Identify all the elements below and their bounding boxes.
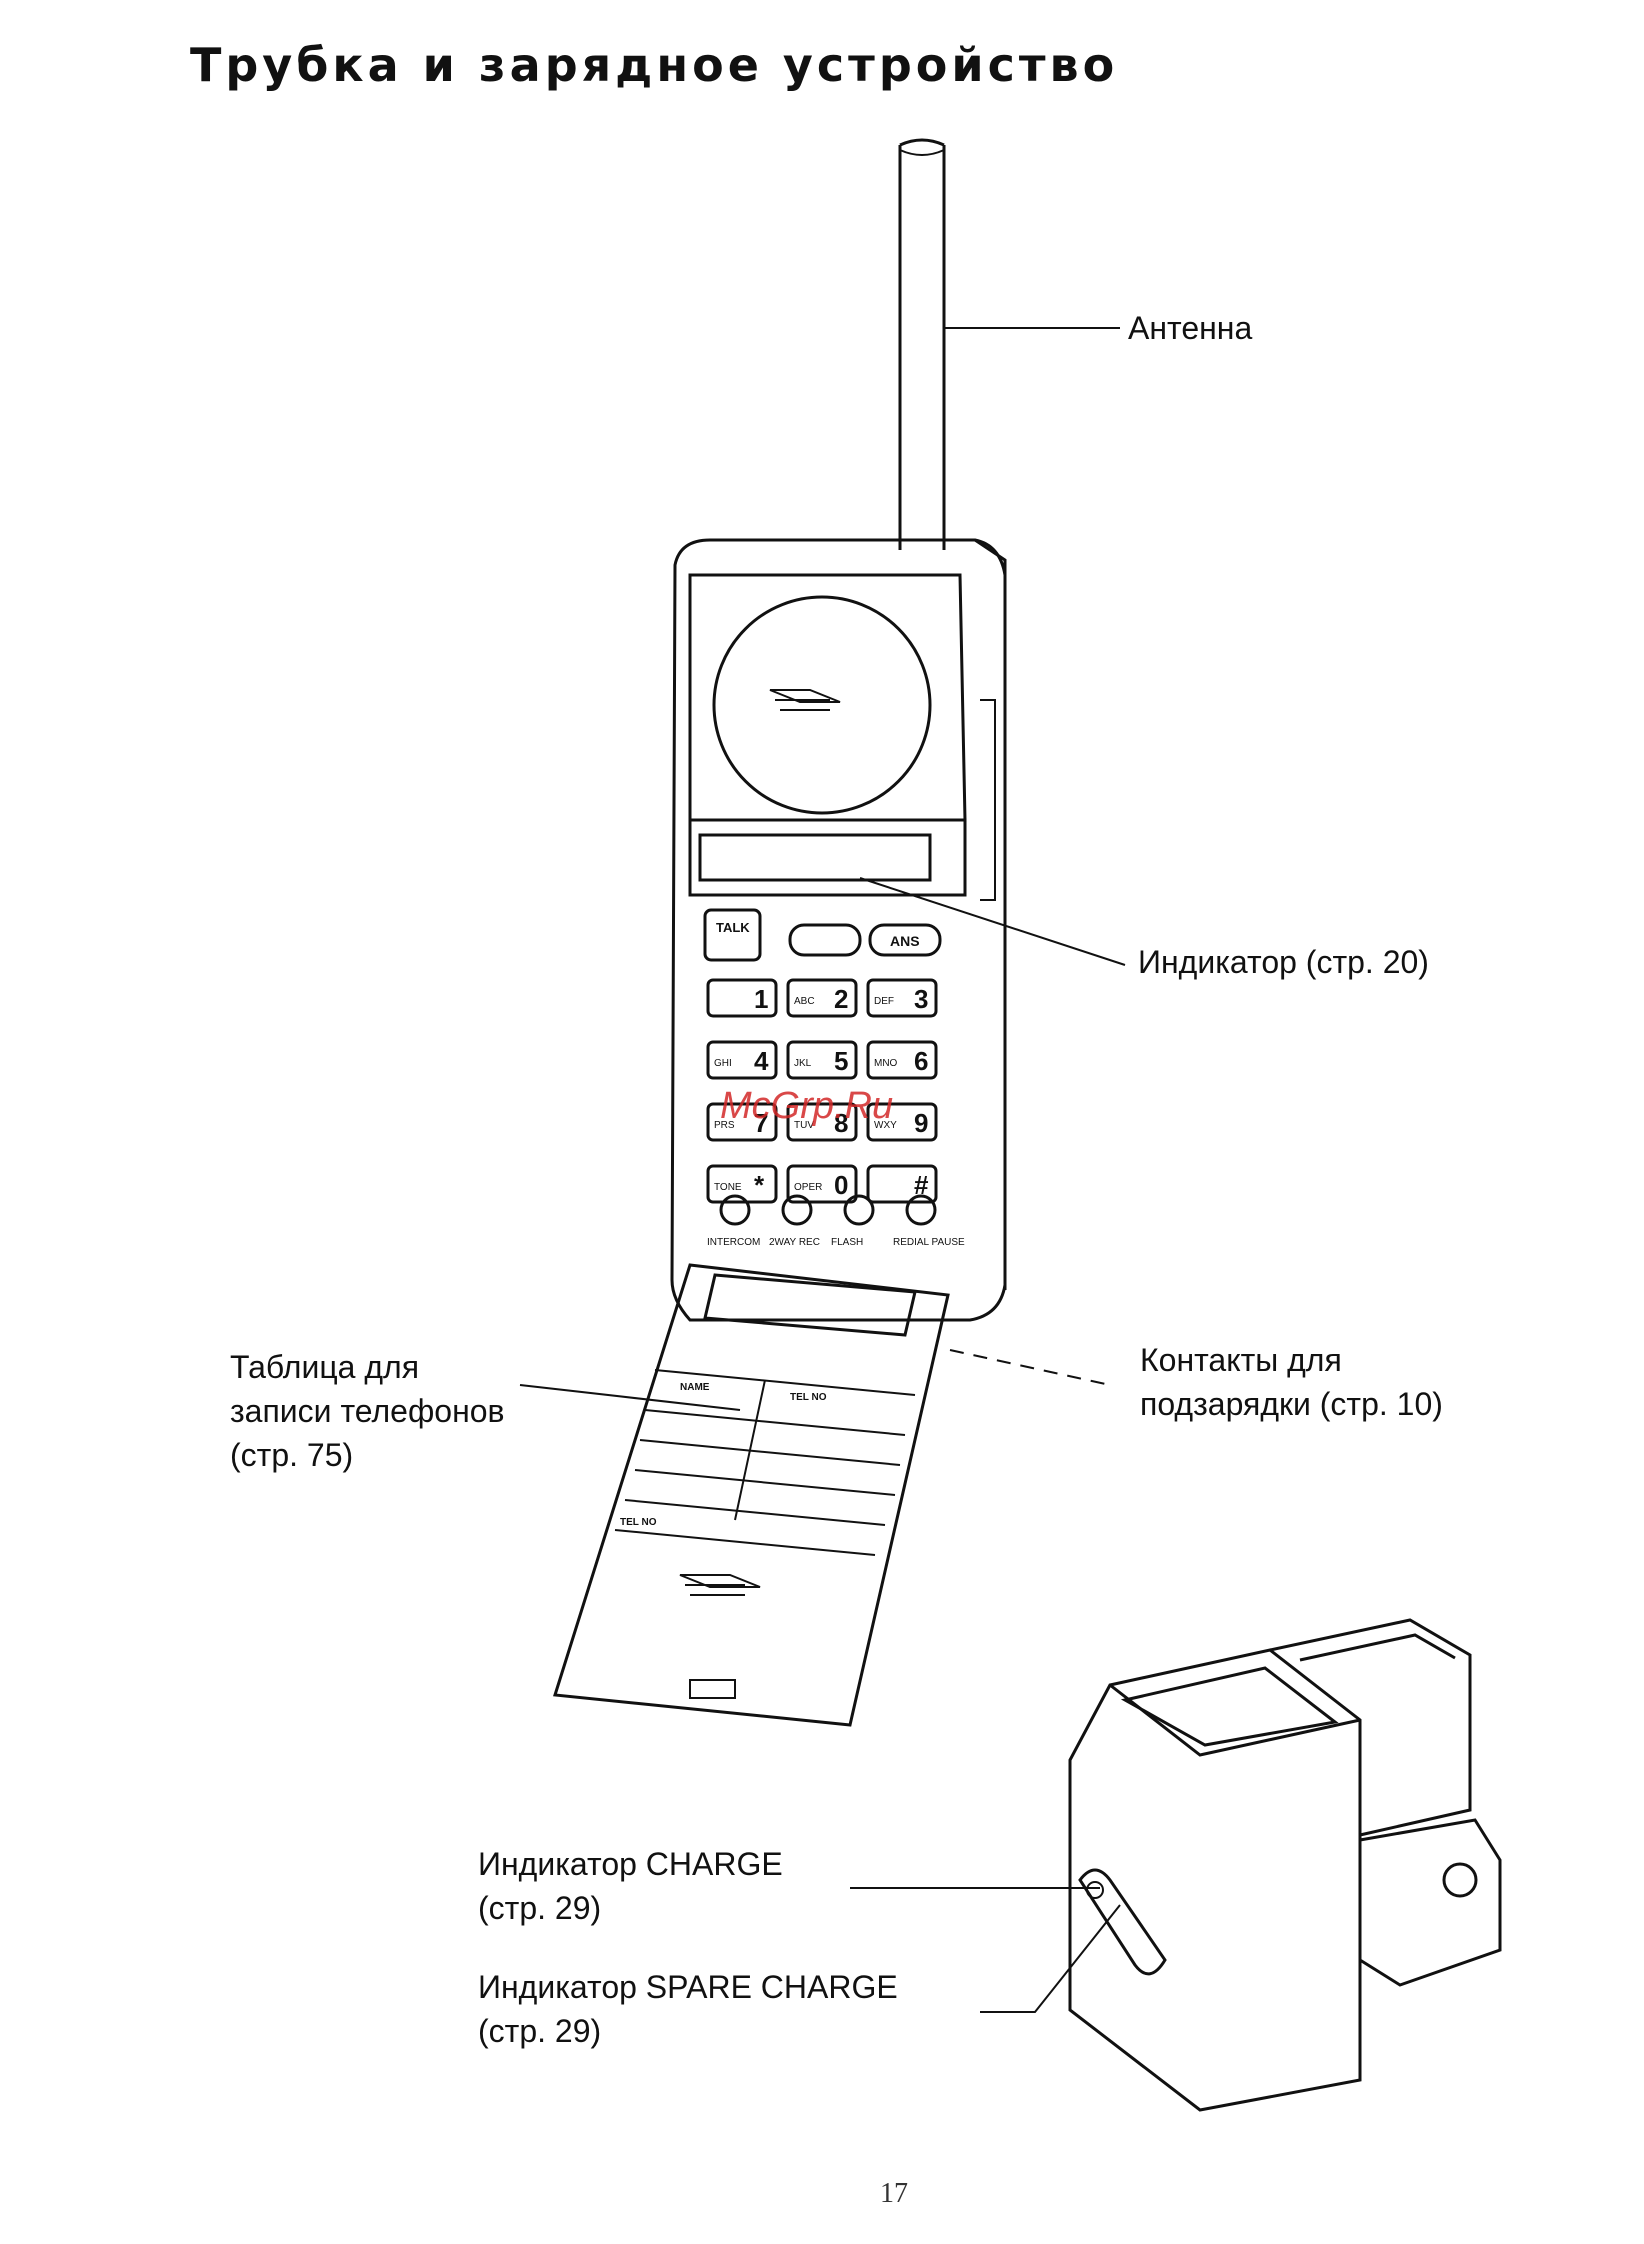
phone-table-label: Таблица для записи телефонов (стр. 75) bbox=[230, 1349, 505, 1473]
page-title: Трубка и зарядное устройство bbox=[190, 38, 1119, 92]
ans-key-label: ANS bbox=[890, 933, 920, 949]
key-digit-3: 4 bbox=[754, 1046, 769, 1076]
antenna-label: Антенна bbox=[1128, 310, 1253, 346]
display-label: Индикатор (стр. 20) bbox=[1138, 944, 1429, 980]
key-letters-2: DEF bbox=[874, 996, 894, 1007]
watermark: McGrp.Ru bbox=[720, 1085, 894, 1127]
key-letters-4: JKL bbox=[794, 1058, 812, 1069]
spare-charge-leader-line bbox=[980, 1904, 1121, 2013]
key-digit-10: 0 bbox=[834, 1170, 848, 1200]
key-2 bbox=[866, 978, 938, 1018]
function-button-label-2: FLASH bbox=[831, 1237, 863, 1248]
key-digit-0: 1 bbox=[754, 984, 768, 1014]
tel-header-label: TEL NO bbox=[790, 1392, 827, 1403]
key-letters-8: WXY bbox=[874, 1120, 897, 1131]
function-button-3 bbox=[905, 1194, 937, 1226]
spare-charge-indicator-label: Индикатор SPARE CHARGE (стр. 29) bbox=[478, 1969, 898, 2049]
key-letters-3: GHI bbox=[714, 1058, 732, 1069]
charge-contacts-label: Контакты для подзарядки (стр. 10) bbox=[1140, 1342, 1443, 1422]
key-4 bbox=[786, 1040, 858, 1080]
key-11 bbox=[866, 1164, 938, 1204]
charger-drawing bbox=[1068, 1618, 1502, 2112]
key-digit-1: 2 bbox=[834, 984, 848, 1014]
handset-drawing bbox=[670, 538, 1007, 1322]
function-button-label-3: REDIAL PAUSE bbox=[893, 1237, 965, 1248]
key-letters-10: OPER bbox=[794, 1182, 822, 1193]
key-digit-8: 9 bbox=[914, 1108, 928, 1138]
contacts-leader-line bbox=[949, 1349, 1111, 1386]
key-3 bbox=[706, 1040, 778, 1080]
tel-footer-label: TEL NO bbox=[620, 1517, 657, 1528]
charge-indicator-label: Индикатор CHARGE (стр. 29) bbox=[478, 1846, 783, 1926]
key-letters-5: MNO bbox=[874, 1058, 898, 1069]
key-5 bbox=[866, 1040, 938, 1080]
key-7 bbox=[786, 1102, 858, 1142]
name-header-label: NAME bbox=[680, 1382, 710, 1393]
key-6 bbox=[706, 1102, 778, 1142]
function-button-label-1: 2WAY REC bbox=[769, 1237, 820, 1248]
function-button-0 bbox=[719, 1194, 751, 1226]
key-digit-4: 5 bbox=[834, 1046, 848, 1076]
key-8 bbox=[866, 1102, 938, 1142]
keypad-drawing: TALK ANS bbox=[703, 908, 942, 962]
function-button-label-0: INTERCOM bbox=[707, 1237, 760, 1248]
key-9 bbox=[706, 1164, 778, 1204]
antenna-drawing bbox=[898, 138, 946, 550]
function-button-1 bbox=[781, 1194, 813, 1226]
function-buttons: INTERCOM 2WAY REC FLASH REDIAL PAUSE bbox=[707, 1194, 965, 1248]
key-letters-9: TONE bbox=[714, 1182, 742, 1193]
key-digit-11: # bbox=[914, 1170, 929, 1200]
talk-key-label: TALK bbox=[716, 920, 750, 935]
key-letters-7: TUV bbox=[794, 1120, 814, 1131]
key-0 bbox=[706, 978, 778, 1018]
number-keys: 1 2 ABC 3 DEF 4 GHI 5 JKL 6 MNO 7 PRS 8 TUV 9 WXY * TONE 0 O… bbox=[706, 978, 938, 1204]
key-digit-5: 6 bbox=[914, 1046, 928, 1076]
key-10 bbox=[786, 1164, 858, 1204]
key-digit-2: 3 bbox=[914, 984, 928, 1014]
key-letters-6: PRS bbox=[714, 1120, 735, 1131]
key-digit-7: 8 bbox=[834, 1108, 848, 1138]
key-digit-6: 7 bbox=[754, 1108, 768, 1138]
table-leader-line bbox=[519, 1384, 741, 1411]
page-number: 17 bbox=[880, 2178, 908, 2209]
key-letters-1: ABC bbox=[794, 996, 815, 1007]
display-leader-line bbox=[859, 877, 1126, 966]
key-1 bbox=[786, 978, 858, 1018]
key-digit-9: * bbox=[754, 1170, 765, 1200]
flip-cover-drawing: NAME TEL NO TEL NO bbox=[553, 1263, 950, 1727]
function-button-2 bbox=[843, 1194, 875, 1226]
